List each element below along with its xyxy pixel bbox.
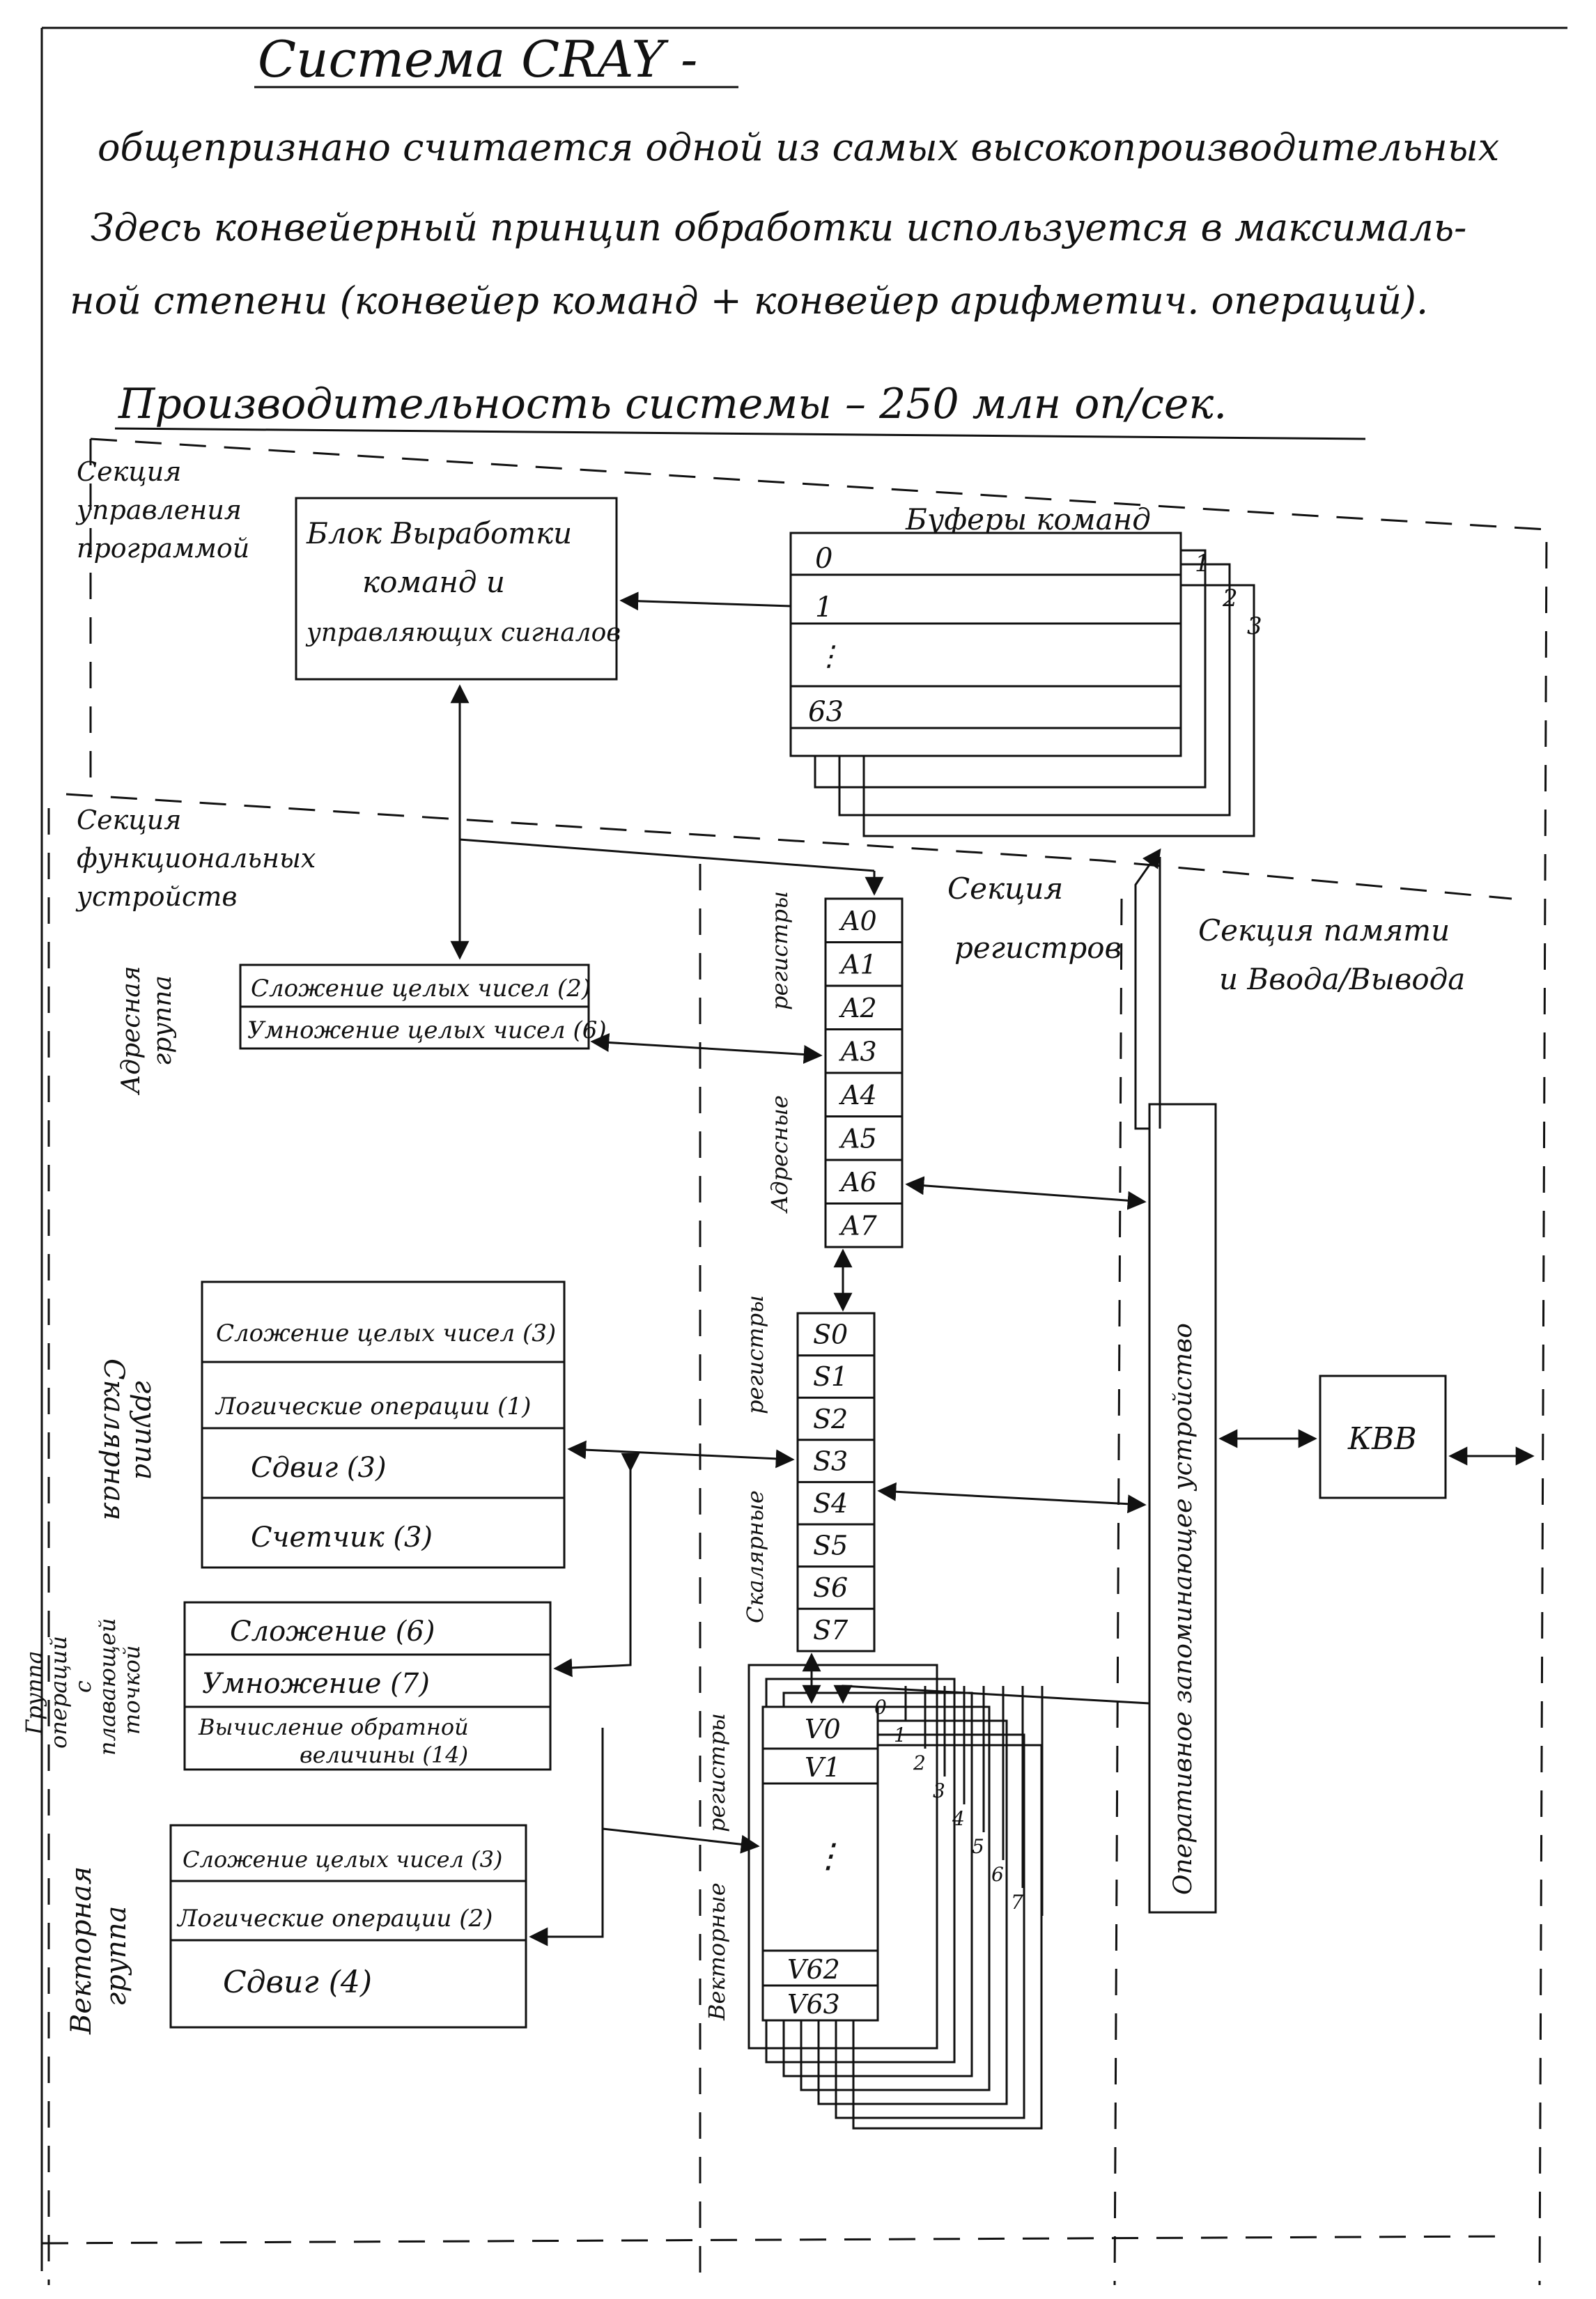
scalar-register-s6: S6	[813, 1572, 848, 1603]
vector-bank-number: 1	[894, 1724, 906, 1747]
buffer-row-63: 63	[808, 696, 844, 728]
connectors	[450, 591, 1535, 1946]
vector-group: Сложение целых чисел (3) Логические опер…	[65, 1824, 527, 2035]
buffer-number-2: 2	[1222, 585, 1238, 612]
address-unit-2: Умножение целых чисел (6)	[247, 1016, 607, 1044]
scalar-unit-3: Сдвиг (3)	[251, 1452, 387, 1484]
main-memory: Оперативное запоминающее устройство	[1148, 1103, 1217, 1914]
instruction-buffers-title: Буферы команд	[905, 502, 1151, 536]
section-label-registers: Секция регистров	[947, 872, 1122, 965]
address-register-a5: A5	[839, 1124, 877, 1154]
intro-line-3: ной степени (конвейер команд + конвейер …	[70, 279, 1428, 323]
vector-bank-number: 0	[874, 1696, 887, 1719]
scalar-register-s0: S0	[813, 1319, 848, 1350]
buffer-row-1: 1	[815, 591, 832, 624]
scalar-register-s1: S1	[813, 1361, 848, 1392]
address-register-a6: A6	[839, 1167, 877, 1198]
intro-line-2: Здесь конвейерный принцип обработки испо…	[91, 206, 1466, 249]
address-register-a7: A7	[839, 1211, 877, 1241]
vector-register-dots: ⋮	[812, 1836, 845, 1875]
address-registers-label: Адресные регистры	[766, 891, 793, 1214]
scalar-registers: Скалярные регистры	[742, 1295, 876, 1652]
vector-unit-3: Сдвиг (4)	[223, 1965, 372, 2000]
address-registers: Адресные регистры	[766, 891, 904, 1248]
page-border	[40, 26, 1567, 2271]
vector-bank-number: 3	[933, 1779, 945, 1802]
buffer-row-dots: ⋮	[815, 640, 843, 672]
float-unit-4: величины (14)	[300, 1742, 468, 1768]
scalar-registers-label: Скалярные регистры	[742, 1295, 768, 1623]
section-boundaries	[41, 438, 1548, 2286]
floating-point-group: Сложение (6) Умножение (7) Вычисление об…	[21, 1601, 552, 1771]
float-unit-3: Вычисление обратной	[198, 1714, 469, 1740]
vector-bank-number: 6	[991, 1863, 1004, 1886]
float-unit-2: Умножение (7)	[202, 1668, 430, 1700]
performance-underline	[114, 427, 1366, 440]
section-label-program-control: Секция управления программой	[75, 456, 250, 564]
scalar-register-s3: S3	[813, 1446, 848, 1476]
floating-group-label: Группа операций с плавающей точкой	[21, 1611, 145, 1756]
scalar-unit-1: Сложение целых чисел (3)	[216, 1319, 556, 1347]
control-block: Блок Выработки команд и управляющих сигн…	[295, 497, 621, 681]
address-register-a3: A3	[839, 1037, 877, 1067]
kvv-block: КВВ	[1319, 1375, 1447, 1499]
vector-unit-2: Логические операции (2)	[176, 1905, 493, 1933]
intro-line-1: общепризнано считается одной из самых вы…	[98, 125, 1499, 169]
address-register-a4: A4	[839, 1080, 877, 1110]
section-label-memory-io: Секция памяти и Ввода/Вывода	[1198, 913, 1465, 996]
float-unit-1: Сложение (6)	[230, 1616, 435, 1648]
scalar-unit-4: Счетчик (3)	[251, 1522, 433, 1554]
buffer-row-0: 0	[815, 543, 832, 575]
vector-group-label: Векторная группа	[65, 1857, 132, 2035]
vector-register-v62: V62	[787, 1954, 840, 1985]
buffer-number-1: 1	[1195, 550, 1210, 578]
vector-bank-number: 7	[1011, 1891, 1023, 1914]
address-register-a2: A2	[839, 993, 877, 1023]
scalar-register-s4: S4	[813, 1488, 848, 1519]
vector-register-v63: V63	[787, 1989, 840, 2020]
scalar-group: Сложение целых чисел (3) Логические опер…	[98, 1280, 566, 1569]
instruction-buffers: Буферы команд 0 1 ⋮ 63 1 2 3	[789, 502, 1262, 837]
scalar-register-s7: S7	[813, 1615, 849, 1646]
address-unit-1: Сложение целых чисел (2)	[251, 975, 591, 1003]
vector-bank-number: 5	[972, 1835, 984, 1858]
address-register-a0: A0	[839, 906, 877, 936]
svg-text:Блок Выработки команд: Блок Выработки команд и управляющих сигн…	[305, 516, 621, 647]
vector-register-v1: V1	[805, 1752, 841, 1783]
svg-text:Оперативное запоминающее уст: Оперативное запоминающее устройство	[1169, 1323, 1198, 1895]
buffer-number-3: 3	[1247, 612, 1262, 640]
vector-bank-number: 4	[952, 1807, 965, 1830]
vector-registers-label: Векторные регистры	[704, 1713, 730, 2021]
instruction-buffer-0	[789, 532, 1182, 757]
scalar-group-label: Скалярная группа	[98, 1358, 161, 1529]
scalar-unit-2: Логические операции (1)	[215, 1393, 531, 1421]
svg-text:КВВ: КВВ	[1347, 1421, 1417, 1457]
page-title: Система CRAY -	[258, 30, 697, 88]
performance-line: Производительность системы – 250 млн оп/…	[118, 380, 1227, 428]
scalar-register-s2: S2	[813, 1404, 848, 1434]
vector-bank-number: 2	[913, 1751, 926, 1774]
scalar-register-s5: S5	[813, 1531, 848, 1561]
vector-unit-1: Сложение целых чисел (3)	[183, 1846, 502, 1873]
section-label-functional-units: Секция функциональных устройств	[75, 805, 324, 912]
vector-register-v0: V0	[805, 1714, 841, 1744]
vector-registers: V0 V1 ⋮ V62 V63 Векторные регистры	[704, 1664, 1043, 2130]
address-group-label: Адресная группа	[117, 958, 177, 1096]
address-group: Сложение целых чисел (2) Умножение целых…	[117, 958, 607, 1096]
address-register-a1: A1	[839, 950, 877, 980]
